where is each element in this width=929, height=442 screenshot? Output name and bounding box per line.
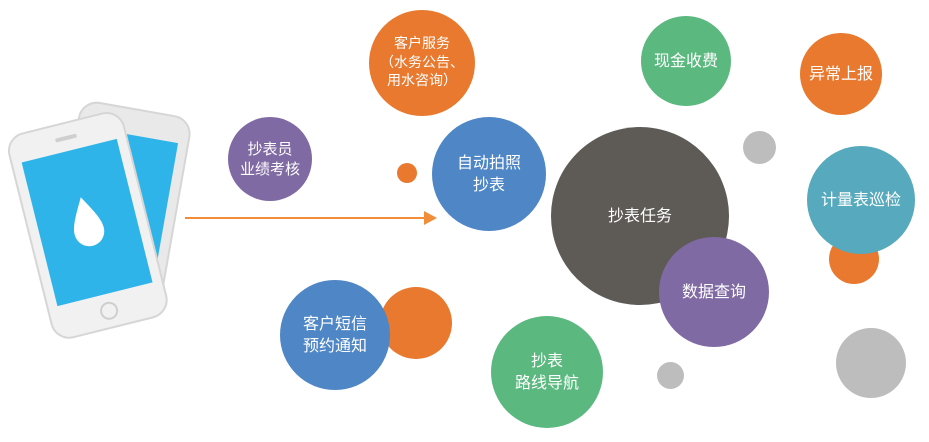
decor-circle-orange-small [397,163,417,183]
node-abnormal-report-label: 异常上报 [808,64,873,84]
arrow-right-icon [185,211,437,225]
node-center-task-label: 抄表任务 [607,206,672,226]
node-customer-service-label: 客户服务 （水务公告、 用水咨询） [380,35,464,90]
node-reader-performance-label: 抄表员 业绩考核 [239,139,300,178]
decor-circle-gray-3 [836,328,906,398]
node-meter-inspection-label: 计量表巡检 [820,190,901,210]
decor-circle-gray-1 [743,131,776,164]
water-drop-icon [74,197,105,247]
node-sms-notice: 客户短信 预约通知 [280,280,390,390]
node-reader-performance: 抄表员 业绩考核 [228,117,312,201]
node-customer-service: 客户服务 （水务公告、 用水咨询） [369,10,475,116]
node-cash-charge: 现金收费 [641,16,731,106]
node-abnormal-report: 异常上报 [800,33,882,115]
node-route-nav-label: 抄表 路线导航 [514,351,579,392]
smartphone-icon [7,101,191,339]
node-auto-photo: 自动拍照 抄表 [432,117,546,231]
node-route-nav: 抄表 路线导航 [491,316,603,428]
decor-circle-orange-mid [380,287,452,359]
node-data-query: 数据查询 [659,237,769,347]
home-button [100,301,119,320]
node-data-query-label: 数据查询 [681,282,746,302]
decor-circle-gray-2 [657,362,684,389]
node-sms-notice-label: 客户短信 预约通知 [302,314,367,355]
node-meter-inspection: 计量表巡检 [807,146,915,254]
node-cash-charge-label: 现金收费 [653,51,718,71]
node-auto-photo-label: 自动拍照 抄表 [456,153,521,194]
